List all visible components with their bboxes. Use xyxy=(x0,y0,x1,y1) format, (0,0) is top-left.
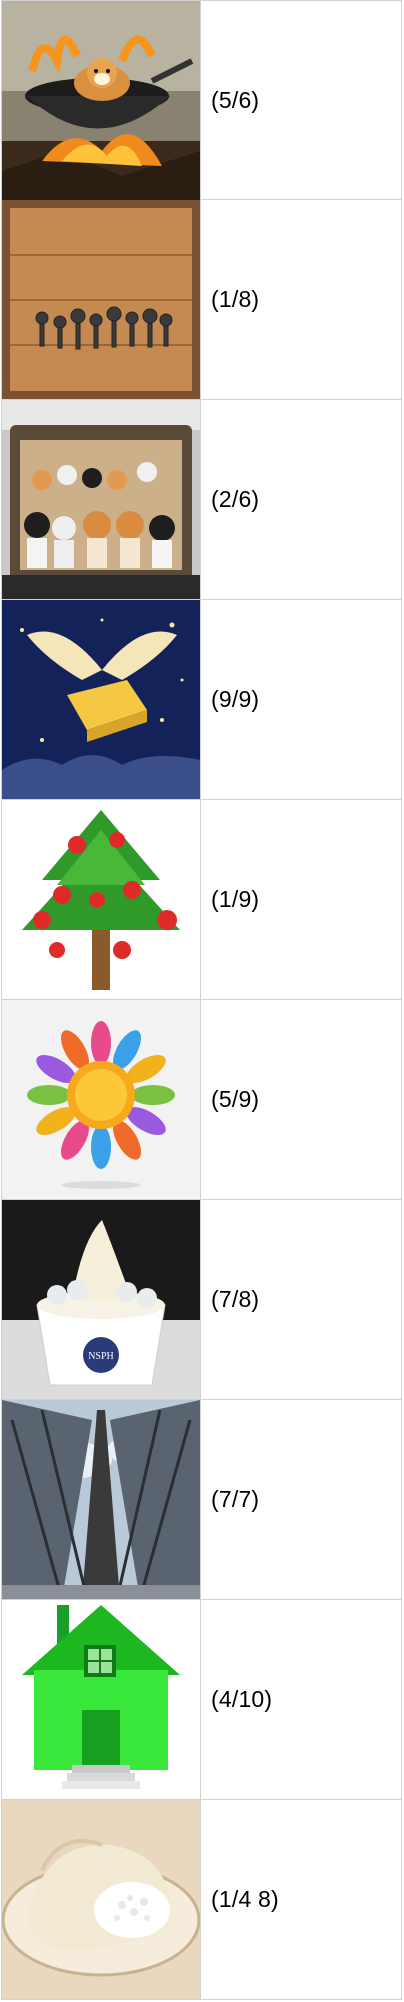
cup-logo-text: NSPH xyxy=(88,1351,114,1362)
label-cell: (1/8) xyxy=(201,200,402,399)
row-label: (7/8) xyxy=(211,1286,260,1312)
grid-row: (9/9) xyxy=(1,600,402,800)
keys-on-board-image xyxy=(1,200,201,399)
dumpling-image xyxy=(1,1800,201,1999)
row-label: (1/8) xyxy=(211,286,260,312)
row-label: (4/10) xyxy=(211,1686,273,1712)
frozen-yogurt-cup-image: NSPH xyxy=(1,1200,201,1399)
sky-bridge-image xyxy=(1,1400,201,1599)
pets-in-car-trunk-image xyxy=(1,400,201,599)
winged-butter-image xyxy=(1,600,201,799)
row-label: (9/9) xyxy=(211,686,260,712)
grid-row: (7/7) xyxy=(1,1400,402,1600)
label-cell: (2/6) xyxy=(201,400,402,599)
label-cell: (7/7) xyxy=(201,1400,402,1599)
label-cell: (5/9) xyxy=(201,1000,402,1199)
grid-row: (2/6) xyxy=(1,400,402,600)
row-label: (2/6) xyxy=(211,486,260,512)
apple-tree-image xyxy=(1,800,201,999)
sun-flower-image xyxy=(1,1000,201,1199)
grid-row: (4/10) xyxy=(1,1600,402,1800)
row-label: (5/9) xyxy=(211,1086,260,1112)
label-cell: (1/9) xyxy=(201,800,402,999)
row-label: (1/4 8) xyxy=(211,1886,279,1912)
green-house-image xyxy=(1,1600,201,1799)
label-cell: (5/6) xyxy=(201,1,402,199)
label-cell: (9/9) xyxy=(201,600,402,799)
row-label: (7/7) xyxy=(211,1486,260,1512)
grid-row: (5/6) xyxy=(1,0,402,200)
row-label: (5/6) xyxy=(211,86,260,113)
label-cell: (4/10) xyxy=(201,1600,402,1799)
grid-row: (1/4 8) xyxy=(1,1800,402,2000)
grid-row: NSPH (7/8) xyxy=(1,1200,402,1400)
grid-row: (5/9) xyxy=(1,1000,402,1200)
label-cell: (7/8) xyxy=(201,1200,402,1399)
dog-in-wok-image xyxy=(1,1,201,200)
label-cell: (1/4 8) xyxy=(201,1800,402,1999)
row-label: (1/9) xyxy=(211,886,260,912)
grid-row: (1/9) xyxy=(1,800,402,1000)
grid-row: (1/8) xyxy=(1,200,402,400)
